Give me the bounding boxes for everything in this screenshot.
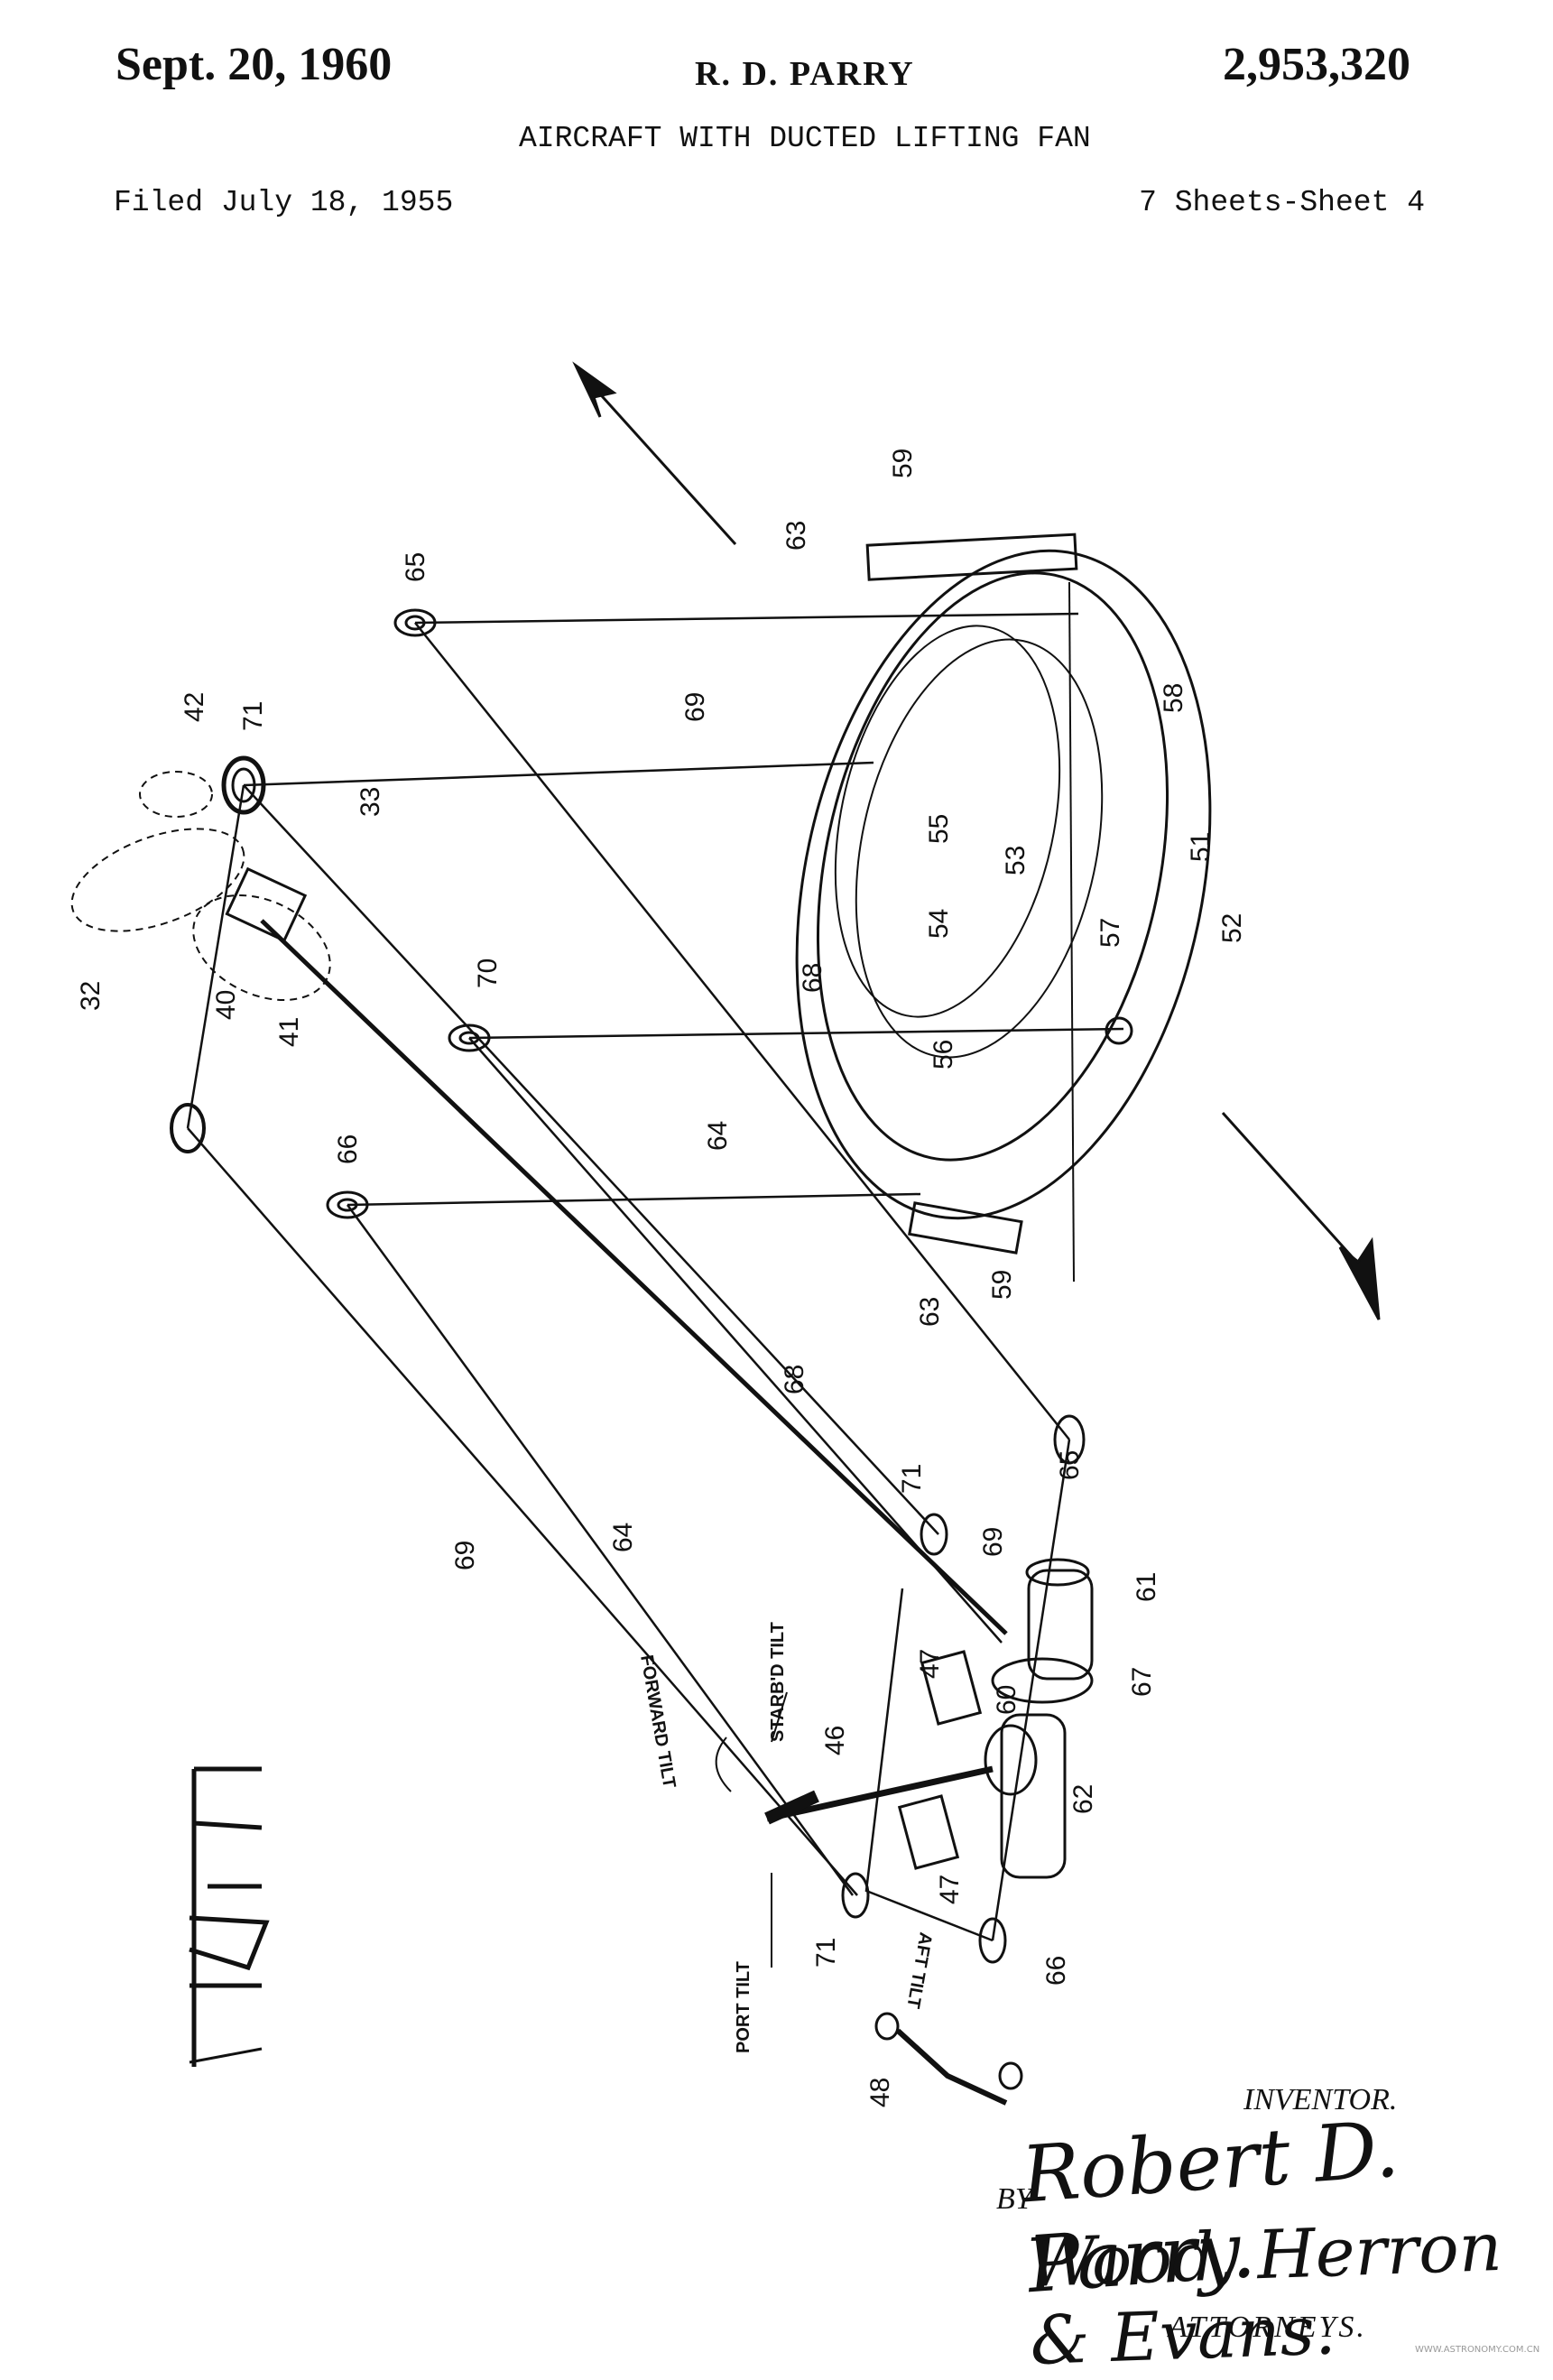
inventor-label: INVENTOR.: [1243, 2083, 1398, 2116]
numeral-64-upper: 64: [703, 1121, 733, 1151]
numeral-71-lower: 71: [811, 1938, 841, 1968]
port-tilt-label: PORT TILT: [734, 1961, 753, 2053]
control-unit-dashed: [70, 771, 331, 1002]
patent-title: AIRCRAFT WITH DUCTED LIFTING FAN: [519, 122, 1091, 155]
numeral-41: 41: [274, 1017, 304, 1047]
cable-63-upper: [414, 612, 1079, 625]
forward-tilt-label: FORWARD TILT: [636, 1653, 679, 1790]
numeral-55: 55: [924, 814, 954, 844]
patent-date: Sept. 20, 1960: [116, 39, 393, 90]
numeral-56: 56: [929, 1040, 958, 1070]
cable-63-lower: [991, 1439, 1071, 1941]
filed-date: Filed July 18, 1955: [114, 186, 454, 219]
numeral-33: 33: [356, 787, 385, 817]
control-rod: [260, 919, 1008, 1635]
numeral-40: 40: [211, 990, 241, 1020]
ducted-fan-assembly: [795, 532, 1212, 1283]
numeral-66-upper: 66: [333, 1134, 363, 1164]
direction-arrow-upper: [585, 377, 737, 546]
direction-arrow-upper-head: [572, 361, 617, 418]
cable-69-upper: [243, 761, 874, 787]
numeral-71-mid: 71: [897, 1464, 927, 1494]
pulley-71-bottom: [841, 1872, 870, 1919]
pulley-66-upper: [326, 1190, 369, 1219]
numeral-67: 67: [1127, 1667, 1157, 1697]
attorneys-label: ATTORNEYS.: [1169, 2311, 1367, 2344]
direction-arrow-lower: [1221, 1111, 1360, 1265]
numeral-64-lower: 64: [608, 1523, 638, 1552]
numeral-65-lower: 65: [1055, 1450, 1085, 1480]
numeral-62: 62: [1068, 1784, 1098, 1814]
cable-64-long: [346, 1204, 855, 1896]
numeral-53: 53: [1001, 846, 1031, 875]
numeral-63-top: 63: [781, 521, 811, 551]
numeral-58: 58: [1159, 683, 1188, 713]
numeral-52: 52: [1217, 913, 1247, 943]
pulley-65-upper: [393, 608, 437, 637]
numeral-68-lower: 68: [780, 1365, 809, 1394]
numeral-57: 57: [1095, 918, 1125, 948]
numeral-59-lower: 59: [987, 1270, 1017, 1300]
numeral-47-upper: 47: [915, 1649, 945, 1679]
numeral-32: 32: [76, 981, 106, 1011]
numeral-51: 51: [1186, 832, 1216, 862]
cable-69-vertical: [186, 784, 245, 1129]
figure-number-fig-8: [189, 1766, 270, 2067]
tilt-arrow-starboard: [771, 1691, 788, 1743]
pulley-71-upper: [221, 755, 266, 815]
cable-63-long: [414, 622, 1070, 1440]
pulley-65-lower: [1053, 1414, 1086, 1465]
numeral-46: 46: [820, 1726, 850, 1755]
pulley-66-lower: [978, 1917, 1007, 1964]
numeral-61: 61: [1132, 1572, 1161, 1602]
numeral-47-lower: 47: [935, 1875, 965, 1904]
cable-69-left: [187, 1127, 858, 1896]
numeral-69-lower: 69: [450, 1541, 480, 1570]
inventor-name: R. D. PARRY: [695, 55, 915, 93]
part-48: [874, 2012, 1023, 2106]
numeral-60: 60: [992, 1685, 1021, 1715]
numeral-70: 70: [473, 958, 503, 988]
numeral-71-upper: 71: [238, 701, 268, 731]
pulley-71-left: [170, 1103, 206, 1153]
reference-numerals: 59 63 65 69 42 71 33 58 55 53 51 54 57 5…: [76, 449, 1247, 2107]
numeral-65-top: 65: [401, 552, 430, 582]
numeral-63-lower: 63: [915, 1297, 945, 1327]
patent-number: 2,953,320: [1223, 39, 1410, 90]
control-stick-assembly: [764, 1558, 1094, 1942]
aft-tilt-label: AFT TILT: [902, 1931, 935, 2010]
cable-64-upper: [347, 1192, 921, 1207]
cable-69-long: [243, 784, 939, 1535]
by-label: BY: [996, 2182, 1032, 2216]
numeral-66-lower: 66: [1041, 1956, 1071, 1986]
watermark: WWW.ASTRONOMY.COM.CN: [1415, 2345, 1540, 2355]
pulley-70: [448, 1023, 491, 1052]
pulley-71-lower: [920, 1513, 948, 1556]
numeral-68-upper: 68: [798, 963, 827, 993]
direction-arrow-lower-head: [1338, 1236, 1381, 1320]
numeral-42: 42: [180, 692, 209, 722]
cable-68-upper: [468, 1027, 1124, 1040]
control-box: [225, 866, 308, 943]
numeral-69-mid: 69: [978, 1527, 1008, 1557]
numeral-59-top: 59: [888, 449, 918, 478]
numeral-54: 54: [924, 909, 954, 939]
tilt-arrow-forward: [715, 1736, 732, 1792]
sheet-count: 7 Sheets-Sheet 4: [1139, 186, 1425, 219]
numeral-69-upper: 69: [680, 692, 710, 722]
numeral-48: 48: [865, 2078, 895, 2107]
starboard-tilt-label: STARB'D TILT: [768, 1622, 788, 1742]
